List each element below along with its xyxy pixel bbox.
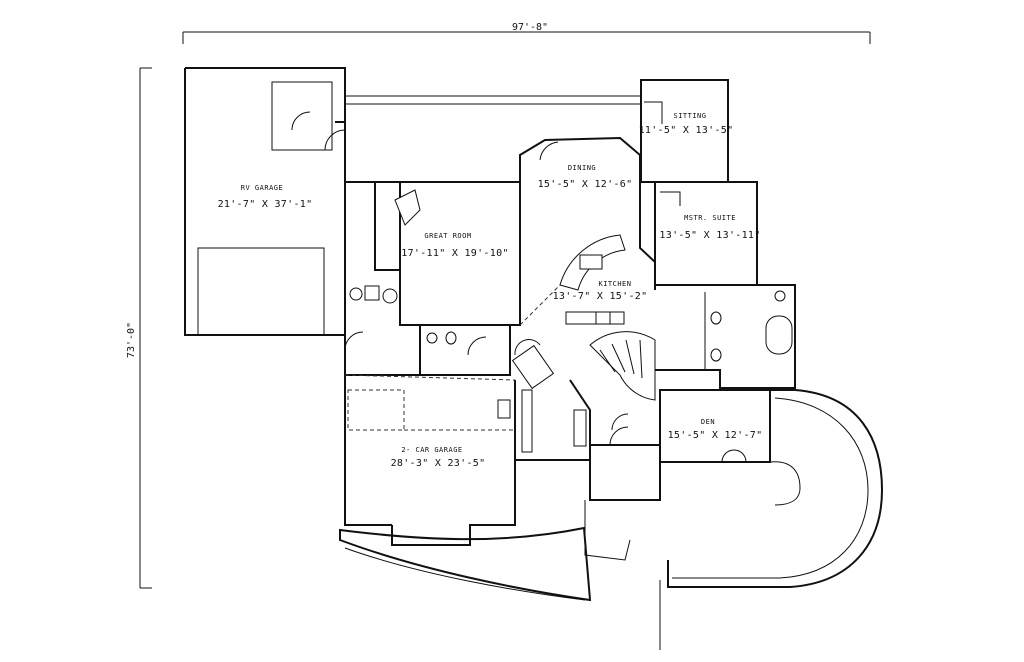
front-drive-inner <box>344 547 586 601</box>
stair-tread-4 <box>639 339 643 379</box>
great-room-name: GREAT ROOM <box>424 232 471 240</box>
stair-tread-3 <box>625 339 635 375</box>
curved-terrace <box>659 389 884 650</box>
master-lavatory <box>774 290 786 302</box>
garage-front-wall <box>391 380 516 546</box>
powder-toilet <box>445 331 457 345</box>
overall-dimensions: 97'-8" 73'-0" <box>126 22 871 589</box>
front-drive-curve <box>339 526 592 602</box>
foyer-bench <box>521 389 533 453</box>
garage-water-heater <box>497 399 511 419</box>
dining-name: DINING <box>568 164 596 172</box>
foyer-cabinet <box>573 409 587 447</box>
dining-size: 15'-5" X 12'-6" <box>538 179 633 190</box>
two-car-garage-size: 28'-3" X 23'-5" <box>391 458 486 469</box>
master-suite-closet <box>660 191 681 206</box>
rv-garage-door-swing <box>324 129 346 151</box>
powder-bath-area <box>419 325 511 376</box>
den-name: DEN <box>701 418 715 426</box>
powder-lavatory <box>426 332 438 344</box>
dryer <box>382 288 398 304</box>
rv-garage-storage <box>271 81 333 151</box>
utility-door-swing <box>344 331 364 351</box>
laundry-sink <box>364 285 380 301</box>
stair-tread-2 <box>611 343 626 373</box>
master-toilet <box>710 311 722 325</box>
utility-left-wall <box>344 270 420 376</box>
overall-depth-label: 73'-0" <box>126 322 137 358</box>
rear-porch-rail <box>344 95 642 105</box>
garage-top-line <box>344 374 516 381</box>
dining-top-wall <box>519 136 641 182</box>
rv-garage-name: RV GARAGE <box>241 184 283 192</box>
master-suite-name: MSTR. SUITE <box>684 214 736 222</box>
kitchen-name: KITCHEN <box>598 280 631 288</box>
foyer-area <box>511 339 591 461</box>
foyer-door-swing <box>514 339 541 356</box>
great-room-hall-wall <box>345 181 400 271</box>
front-drive <box>339 526 592 602</box>
front-entry-area <box>584 426 661 561</box>
sitting-window <box>644 101 663 124</box>
powder-door-swing <box>467 336 487 356</box>
master-bath-walls <box>655 284 796 389</box>
bathtub <box>765 315 793 355</box>
den-area <box>611 389 771 463</box>
rear-porch <box>344 95 642 183</box>
foyer-closet <box>511 344 555 390</box>
den-walls <box>659 389 771 463</box>
two-car-garage-area <box>344 374 516 546</box>
entry-door-swing <box>609 426 629 446</box>
entry-walk <box>584 500 631 561</box>
sitting-size: 11'-5" X 13'-5" <box>639 125 734 136</box>
rv-garage-size: 21'-7" X 37'-1" <box>218 199 313 210</box>
garage-storage-outline <box>347 389 405 431</box>
master-suite-size: 13'-5" X 13'-11" <box>659 230 760 241</box>
dining-door-swing <box>539 141 559 161</box>
stair-outline <box>589 331 656 401</box>
cooktop <box>579 254 603 270</box>
overall-width-label: 97'-8" <box>512 22 548 33</box>
rv-garage-top-wall <box>185 67 346 123</box>
kitchen-divider <box>519 284 561 326</box>
sitting-name: SITTING <box>673 112 706 120</box>
entry-vestibule <box>589 444 661 501</box>
den-side-door <box>611 413 629 431</box>
great-room-size: 17'-11" X 19'-10" <box>401 248 508 259</box>
kitchen-sink <box>595 311 611 325</box>
den-size: 15'-5" X 12'-7" <box>668 430 763 441</box>
master-bath-area <box>655 284 796 389</box>
den-bay <box>769 461 801 506</box>
terrace-outer-curve <box>667 389 884 588</box>
rv-garage-door <box>197 247 325 336</box>
terrace-inner-curve <box>672 397 869 579</box>
kitchen-counter <box>565 311 625 325</box>
powder-bath-walls <box>419 325 511 376</box>
storage-door-swing <box>291 111 311 131</box>
great-room-walls <box>399 182 521 326</box>
fireplace <box>394 189 421 226</box>
garage-left-wall <box>344 375 392 526</box>
spiral-staircase <box>589 331 656 401</box>
dining-right-wall <box>639 155 656 290</box>
washer <box>349 287 363 301</box>
utility-area <box>344 270 420 376</box>
master-sink <box>710 348 722 362</box>
stair-tread-1 <box>599 349 616 373</box>
two-car-garage-name: 2- CAR GARAGE <box>401 446 462 454</box>
den-french-doors <box>721 449 747 463</box>
kitchen-size: 13'-7" X 15'-2" <box>553 291 648 302</box>
great-room-area <box>345 181 521 326</box>
kitchen-area <box>559 234 626 325</box>
